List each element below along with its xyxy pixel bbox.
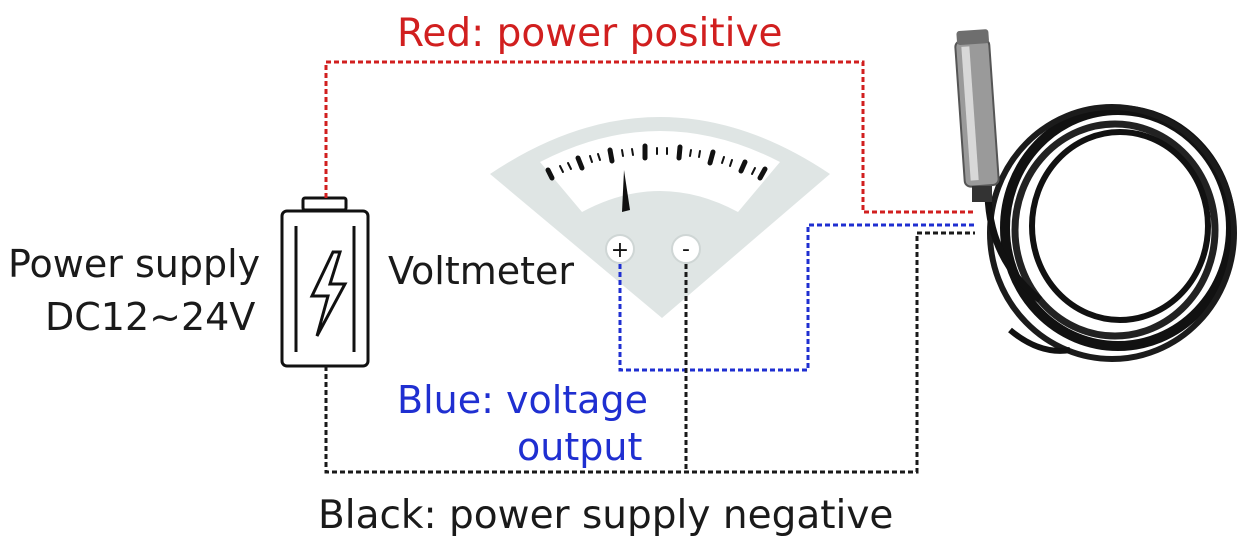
meter-plus-symbol: + xyxy=(611,238,629,263)
voltmeter-dial-face xyxy=(540,131,780,212)
lightning-bolt xyxy=(309,250,348,337)
red-wire xyxy=(324,60,975,214)
meter-plus-terminal xyxy=(605,234,635,264)
pressure-sensor-cable-icon xyxy=(954,29,1237,362)
black-wire-label: Black: power supply negative xyxy=(318,493,894,538)
wires xyxy=(324,60,975,474)
meter-minus-symbol: - xyxy=(682,237,690,262)
blue-wire-label-line1: Blue: voltage xyxy=(397,378,648,422)
voltmeter-label: Voltmeter xyxy=(388,249,575,293)
voltmeter-icon: + - xyxy=(490,117,830,318)
blue-wire-label-line2: output xyxy=(517,425,643,469)
voltmeter-scale-ticks xyxy=(545,143,768,181)
power-supply-label: Power supply xyxy=(8,242,261,286)
battery-lightning-icon xyxy=(280,196,370,368)
voltmeter-needle xyxy=(622,170,630,212)
power-supply-voltage-label: DC12~24V xyxy=(45,295,256,339)
meter-minus-terminal xyxy=(671,234,701,264)
battery-terminal-cap xyxy=(301,196,348,212)
red-wire-label: Red: power positive xyxy=(397,11,783,56)
black-wire-main xyxy=(324,231,975,474)
